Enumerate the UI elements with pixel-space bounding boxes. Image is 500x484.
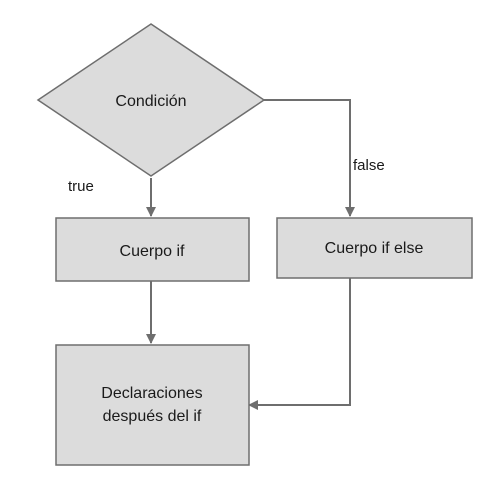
false-edge-label: false (353, 157, 385, 174)
if-body-node (55, 217, 250, 282)
true-edge-label: true (68, 178, 94, 195)
after-if-label-line-1: Declaraciones (101, 385, 202, 402)
after-if-node (55, 344, 250, 466)
edge-condition-to-else-body (264, 99, 355, 217)
else-body-node (276, 217, 473, 279)
edge-else-body-to-after (248, 278, 351, 410)
if-body-label: Cuerpo if (120, 243, 185, 260)
else-body-label: Cuerpo if else (325, 240, 424, 257)
condition-label: Condición (115, 93, 186, 110)
condition-decision-node (36, 23, 266, 177)
after-if-label-line-2: después del if (103, 408, 202, 425)
